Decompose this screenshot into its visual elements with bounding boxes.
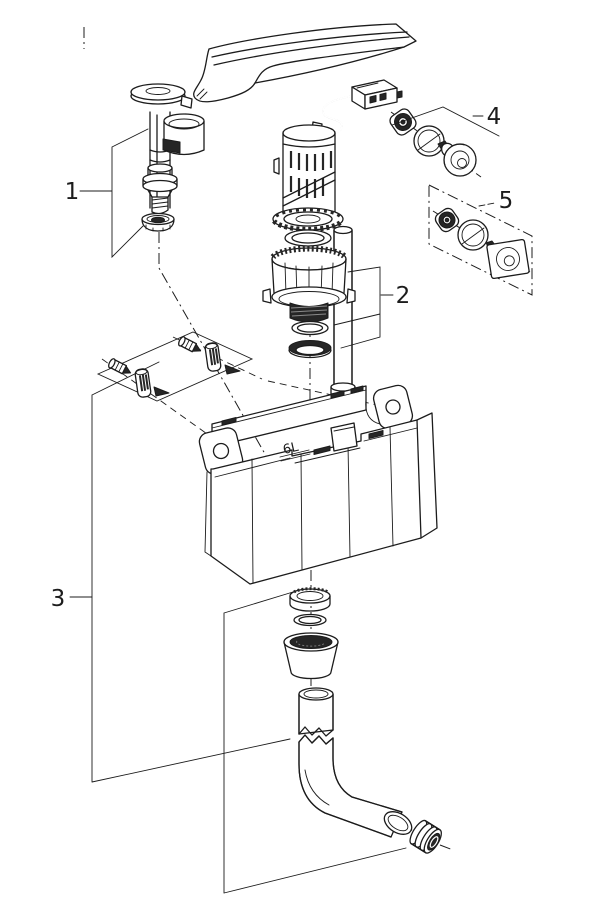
fill-valve-centerline bbox=[159, 232, 269, 461]
grommet-square bbox=[433, 206, 461, 234]
vent-slots bbox=[291, 151, 331, 198]
push-button-square-parts bbox=[429, 185, 532, 295]
push-button-round bbox=[438, 141, 476, 176]
outlet-seal-stack bbox=[284, 589, 338, 679]
screw-2 bbox=[177, 336, 202, 356]
callout-3: 3 bbox=[51, 586, 66, 612]
flush-valve-assembly bbox=[263, 125, 355, 358]
tank-front-face bbox=[211, 420, 421, 584]
callout-2: 2 bbox=[334, 267, 410, 348]
grommet-round bbox=[388, 107, 419, 138]
callout-4: 4 bbox=[392, 104, 501, 136]
callout-3-bracket bbox=[70, 362, 406, 893]
cistern-tank: 6L bbox=[197, 383, 437, 584]
trim-ring-round bbox=[414, 126, 444, 156]
flush-bend-pipe bbox=[299, 688, 416, 839]
pipe-connector-seal bbox=[407, 818, 445, 855]
screw-1 bbox=[107, 358, 132, 378]
callout-5-label: 5 bbox=[499, 188, 514, 214]
callout-2-label: 2 bbox=[396, 283, 411, 309]
tank-capacity-label: 6L bbox=[282, 440, 301, 458]
cistern-lid bbox=[194, 24, 416, 102]
callout-1-label: 1 bbox=[65, 179, 80, 205]
callout-5: 5 bbox=[479, 188, 513, 214]
cage-flange bbox=[272, 287, 346, 307]
wall-plug-2 bbox=[205, 342, 222, 372]
push-button-round-parts bbox=[388, 107, 476, 176]
mounting-hardware bbox=[98, 332, 252, 401]
body-seam bbox=[283, 172, 335, 206]
trim-ring-square bbox=[458, 220, 488, 250]
part5-frame bbox=[429, 185, 532, 295]
fill-valve-assembly bbox=[131, 84, 204, 231]
push-button-square bbox=[487, 239, 530, 279]
callout-3-label: 3 bbox=[51, 586, 66, 612]
pipe-break-upper bbox=[299, 727, 333, 736]
callout-1: 1 bbox=[65, 129, 148, 257]
pipe-break-lower bbox=[299, 735, 333, 744]
cone-seal bbox=[284, 642, 338, 679]
capacity-shelf bbox=[280, 450, 310, 461]
pneumatic-connector bbox=[312, 80, 402, 134]
wall-plug-1 bbox=[135, 368, 152, 398]
callout-4-label: 4 bbox=[487, 104, 502, 130]
